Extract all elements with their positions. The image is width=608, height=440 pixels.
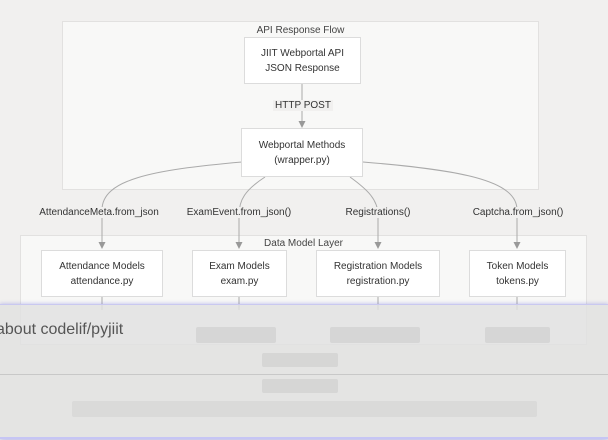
node-exam-models: Exam Models exam.py	[192, 250, 287, 297]
node-api-response-line2: JSON Response	[265, 62, 340, 74]
node-exam-models-line1: Exam Models	[209, 260, 270, 272]
node-webportal-methods: Webportal Methods (wrapper.py)	[241, 128, 363, 177]
node-webportal-methods-line2: (wrapper.py)	[274, 154, 330, 166]
node-webportal-methods-line1: Webportal Methods	[258, 139, 346, 151]
overlay-divider	[0, 374, 608, 375]
about-overlay-title: about codelif/pyjiit	[0, 321, 124, 338]
edge-label-exam: ExamEvent.from_json()	[184, 207, 294, 218]
edge-label-registrations: Registrations()	[343, 207, 413, 218]
node-token-models: Token Models tokens.py	[469, 250, 566, 297]
edge-captcha	[362, 161, 521, 249]
overlay-ghost-block	[330, 327, 420, 343]
edge-label-attendance: AttendanceMeta.from_json	[37, 207, 161, 218]
node-exam-models-line2: exam.py	[220, 275, 259, 287]
cluster-title-api-response-flow: API Response Flow	[256, 25, 345, 36]
edge-attendance	[98, 161, 243, 249]
cluster-title-data-model-layer: Data Model Layer	[264, 238, 343, 249]
about-overlay-panel: about codelif/pyjiit	[0, 304, 608, 439]
node-api-response: JIIT Webportal API JSON Response	[244, 37, 361, 84]
node-token-models-line2: tokens.py	[496, 275, 539, 287]
node-registration-models: Registration Models registration.py	[316, 250, 440, 297]
overlay-ghost-block	[72, 401, 537, 417]
node-registration-models-line1: Registration Models	[333, 260, 423, 272]
edge-label-http-post: HTTP POST	[273, 100, 333, 111]
edge-label-captcha: Captcha.from_json()	[470, 207, 566, 218]
overlay-ghost-block	[196, 327, 276, 343]
node-registration-models-line2: registration.py	[346, 275, 410, 287]
overlay-ghost-block	[485, 327, 550, 343]
node-attendance-models-line1: Attendance Models	[59, 260, 145, 272]
node-attendance-models: Attendance Models attendance.py	[41, 250, 163, 297]
node-api-response-line1: JIIT Webportal API	[260, 47, 344, 59]
overlay-ghost-block	[262, 379, 338, 393]
node-attendance-models-line2: attendance.py	[70, 275, 134, 287]
overlay-ghost-block	[262, 353, 338, 367]
node-token-models-line1: Token Models	[486, 260, 549, 272]
